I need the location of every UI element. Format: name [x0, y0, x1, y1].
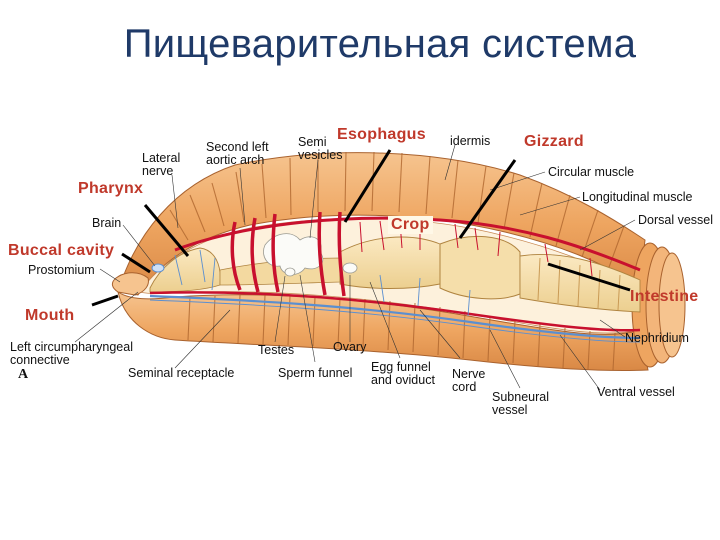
dorsal-segment-ridges	[169, 151, 625, 271]
label-dorsal-vessel: Dorsal vessel	[638, 213, 714, 227]
dorsal-vessel	[174, 216, 641, 272]
highlight-pharynx: Pharynx	[78, 180, 144, 197]
pharynx-shape	[149, 247, 221, 293]
label-nephridium: Nephridium	[625, 331, 689, 345]
seminal-vesicles	[263, 233, 358, 277]
slide-title: Пищеварительная система	[123, 22, 637, 66]
label-subneural-vessel: Subneural vessel	[492, 390, 549, 417]
label-seminal-receptacle: Seminal receptacle	[128, 366, 235, 380]
figure-letter: A	[18, 367, 29, 382]
highlight-gizzard: Gizzard	[524, 133, 584, 150]
label-longitudinal-muscle: Longitudinal muscle	[582, 190, 693, 204]
label-prostomium: Prostomium	[28, 263, 95, 277]
highlight-esophagus: Esophagus	[337, 126, 426, 143]
nerve-cord	[149, 294, 641, 340]
highlight-intestine: Intestine	[630, 288, 699, 305]
head-tip	[111, 272, 149, 296]
label-left-circumpharyngeal-connective: Left circumpharyngeal connective	[10, 340, 133, 367]
brain-shape	[151, 263, 165, 273]
gizzard-shape	[439, 235, 521, 300]
body-wall-lower	[117, 290, 649, 371]
nerve-branches	[174, 249, 471, 317]
label-brain: Brain	[92, 216, 122, 230]
anatomy-pointer-lines	[74, 144, 636, 391]
label-ventral-vessel: Ventral vessel	[597, 385, 675, 399]
label-ovary: Ovary	[333, 340, 367, 354]
subneural-line	[149, 299, 641, 343]
label-nerve-cord: Nerve cord	[452, 367, 486, 394]
label-testes: Testes	[258, 343, 295, 357]
highlight-buccal-cavity: Buccal cavity	[8, 242, 115, 259]
label-sperm-funnel: Sperm funnel	[278, 366, 353, 380]
body-wall-upper	[117, 152, 646, 296]
highlight-crop: Crop	[388, 216, 433, 234]
ventral-vessel	[149, 291, 641, 332]
label-egg-funnel-and-oviduct: Egg funnel and oviduct	[371, 360, 435, 387]
label-epidermis: idermis	[450, 134, 491, 148]
highlight-mouth: Mouth	[25, 307, 75, 324]
highlight-pointer-lines	[91, 149, 631, 307]
label-lateral-nerve: Lateral nerve	[142, 151, 181, 178]
label-seminal-vesicles: Semi vesicles	[298, 135, 343, 162]
label-circular-muscle: Circular muscle	[548, 165, 635, 179]
intestine-shape	[519, 253, 641, 313]
label-second-left-aortic-arch: Second left aortic arch	[206, 140, 269, 167]
